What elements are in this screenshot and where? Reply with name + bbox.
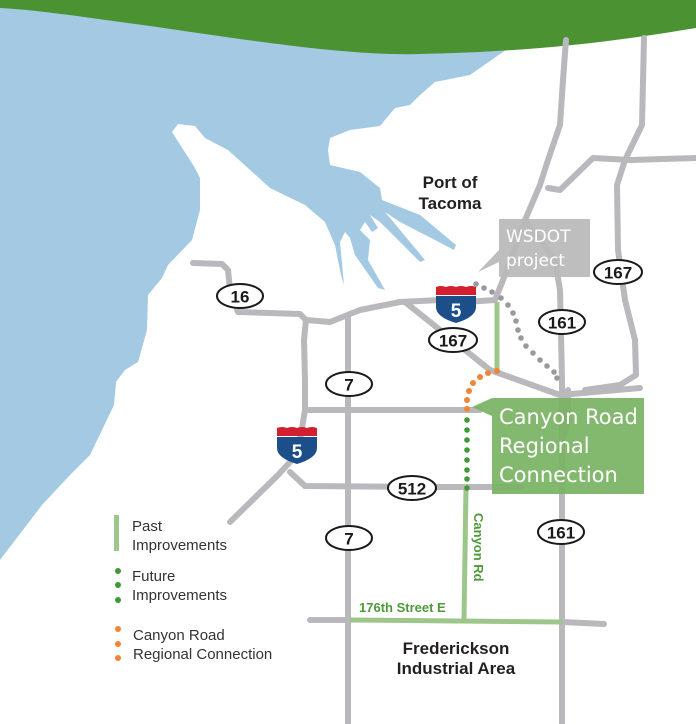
road-sr167-east [582, 35, 647, 393]
road-i5-north [462, 37, 569, 305]
shield-sr7-south: 7 [325, 525, 373, 551]
canyon-callout-line2: Regional [499, 434, 590, 458]
water-body [0, 0, 560, 560]
future-improvements-dotted-route [464, 417, 470, 491]
street-176th-label: 176th Street E [359, 600, 446, 615]
top-green-band [0, 0, 696, 55]
canyon-callout-line3: Connection [499, 463, 618, 487]
shield-sr167-east: 167 [593, 259, 643, 285]
legend-past-swatch [114, 515, 119, 551]
legend-canyon-swatch [115, 626, 121, 661]
shield-sr167-west: 167 [428, 327, 478, 353]
svg-text:167: 167 [604, 264, 632, 283]
legend-item-future-improvements: Future Improvements [115, 568, 227, 604]
past-canyon-rd [461, 486, 469, 621]
road-176th-east [559, 619, 607, 627]
legend-item-canyon-connection: Canyon Road Regional Connection [115, 626, 272, 663]
past-176th-street [349, 617, 563, 625]
port-of-tacoma-label-line2: Tacoma [419, 194, 483, 213]
legend-item-past-improvements: Past Improvements [114, 515, 227, 554]
svg-text:Improvements: Improvements [132, 537, 227, 554]
frederickson-label-line1: Frederickson [403, 639, 510, 658]
shield-sr7-north: 7 [325, 371, 373, 397]
svg-text:5: 5 [292, 442, 303, 463]
svg-text:512: 512 [398, 480, 426, 499]
shield-sr161-south: 161 [537, 519, 585, 545]
shield-i5-south: 5 [277, 427, 317, 464]
svg-text:Canyon Road: Canyon Road [133, 627, 225, 644]
canyon-rd-label: Canyon Rd [471, 513, 486, 582]
shield-sr512: 512 [387, 475, 437, 501]
svg-text:16: 16 [231, 288, 250, 307]
shield-sr161-north: 161 [538, 309, 586, 335]
shield-i5-north: 5 [436, 286, 476, 323]
svg-text:Past: Past [132, 518, 163, 535]
svg-text:7: 7 [344, 376, 353, 395]
svg-text:7: 7 [344, 530, 353, 549]
svg-text:161: 161 [548, 314, 576, 333]
port-of-tacoma-label-line1: Port of [423, 173, 478, 192]
canyon-road-callout: Canyon Road Regional Connection [472, 398, 644, 494]
wsdot-callout-line1: WSDOT [506, 227, 571, 247]
road-northeast [545, 155, 696, 193]
legend-future-swatch [115, 568, 121, 603]
canyon-connection-dotted-route [464, 368, 500, 412]
svg-text:5: 5 [451, 301, 462, 322]
svg-text:Future: Future [132, 568, 175, 585]
wsdot-project-callout: WSDOT project [478, 219, 590, 277]
map-legend: Past Improvements Future Improvements Ca… [114, 515, 272, 663]
shield-sr16: 16 [216, 283, 264, 309]
frederickson-label-line2: Industrial Area [397, 659, 516, 678]
svg-text:Regional Connection: Regional Connection [133, 646, 272, 663]
wsdot-dotted-route [473, 281, 560, 381]
canyon-callout-line1: Canyon Road [499, 405, 638, 429]
svg-text:Improvements: Improvements [132, 587, 227, 604]
svg-text:167: 167 [439, 332, 467, 351]
road-i5-512-link [287, 469, 523, 490]
svg-text:161: 161 [547, 524, 575, 543]
road-i5-west [227, 317, 309, 525]
wsdot-callout-line2: project [506, 251, 565, 271]
past-improvements-routes [349, 302, 563, 625]
